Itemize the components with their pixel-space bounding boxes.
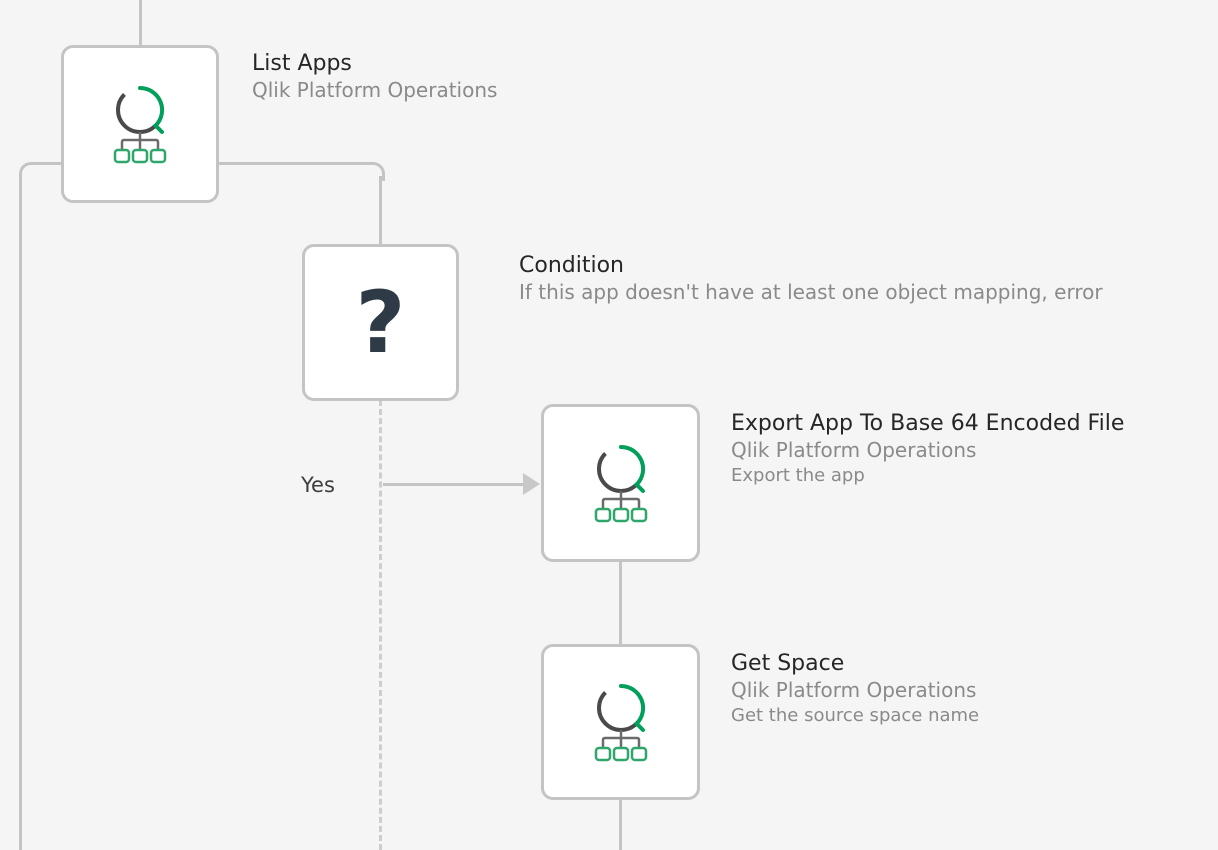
label-get-space: Get Space Qlik Platform Operations Get t… <box>731 650 979 727</box>
node-title: Condition <box>519 253 624 278</box>
node-title: Export App To Base 64 Encoded File <box>731 411 1125 436</box>
node-title: List Apps <box>252 51 352 76</box>
node-condition[interactable]: ? <box>302 244 459 401</box>
connector-yes-arrow-line <box>383 483 523 486</box>
connector-list-apps-left-stub <box>32 162 62 165</box>
label-condition: Condition If this app doesn't have at le… <box>519 252 1103 306</box>
connector-export-to-get-space <box>619 562 622 646</box>
qlik-connector-icon <box>594 683 647 762</box>
connector-yes-arrowhead <box>523 473 540 495</box>
connector-left-corner <box>19 162 38 181</box>
node-export-app[interactable] <box>541 404 700 562</box>
question-mark-icon: ? <box>355 272 406 373</box>
node-subtitle: Qlik Platform Operations <box>252 78 498 103</box>
connector-into-list-apps <box>139 0 142 46</box>
node-get-space[interactable] <box>541 644 700 800</box>
connector-right-corner <box>366 162 385 181</box>
connector-get-space-down <box>619 798 622 850</box>
node-subtitle: If this app doesn't have at least one ob… <box>519 280 1103 305</box>
node-description: Export the app <box>731 464 865 486</box>
connector-into-condition <box>379 176 382 246</box>
qlik-connector-icon <box>113 85 167 164</box>
connector-list-apps-right-stub <box>219 162 369 165</box>
connector-condition-dashed <box>379 400 382 850</box>
node-title: Get Space <box>731 651 845 676</box>
label-export-app: Export App To Base 64 Encoded File Qlik … <box>731 410 1124 487</box>
node-description: Get the source space name <box>731 704 980 726</box>
connector-left-trunk <box>19 176 22 850</box>
node-subtitle: Qlik Platform Operations <box>731 438 977 463</box>
node-subtitle: Qlik Platform Operations <box>731 678 977 703</box>
label-list-apps: List Apps Qlik Platform Operations <box>252 50 497 104</box>
node-list-apps[interactable] <box>61 45 219 203</box>
qlik-connector-icon <box>594 444 647 523</box>
branch-label-yes: Yes <box>301 473 335 497</box>
